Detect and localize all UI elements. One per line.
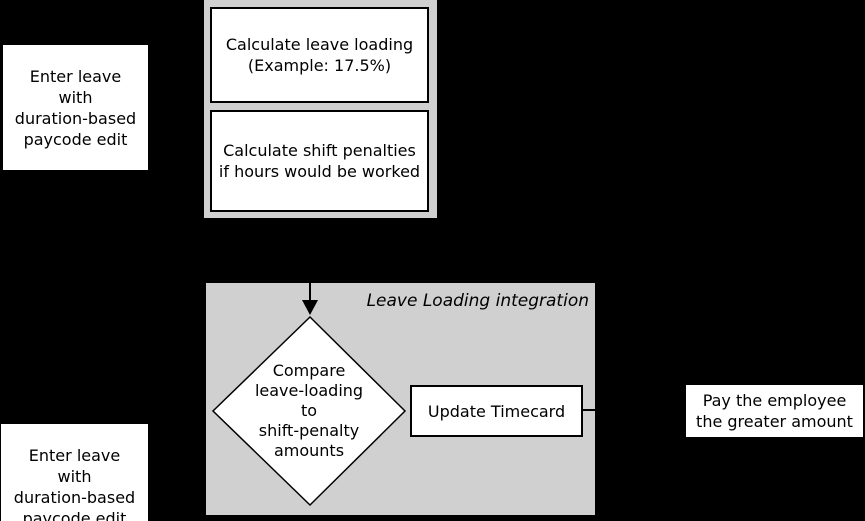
calculate-shift-penalties-node: Calculate shift penalties if hours would… bbox=[210, 110, 429, 212]
enter-leave-top-node: Enter leave with duration-based paycode … bbox=[3, 45, 148, 170]
update-timecard-node: Update Timecard bbox=[410, 385, 583, 437]
calculation-group-container: Calculate leave loading (Example: 17.5%)… bbox=[204, 0, 437, 218]
decision-diamond-shape bbox=[211, 315, 407, 507]
connector-line bbox=[581, 409, 595, 411]
leave-loading-integration-container: Leave Loading integration Compare leave-… bbox=[204, 281, 597, 517]
incoming-flow-line bbox=[309, 283, 311, 301]
arrow-down-icon bbox=[302, 300, 318, 315]
container-title: Leave Loading integration bbox=[366, 291, 589, 311]
enter-leave-bottom-node: Enter leave with duration-based paycode … bbox=[1, 424, 148, 521]
calculate-leave-loading-node: Calculate leave loading (Example: 17.5%) bbox=[210, 7, 429, 103]
pay-employee-node: Pay the employee the greater amount bbox=[686, 385, 863, 437]
compare-amounts-decision-node: Compare leave-loading to shift-penalty a… bbox=[254, 361, 364, 460]
